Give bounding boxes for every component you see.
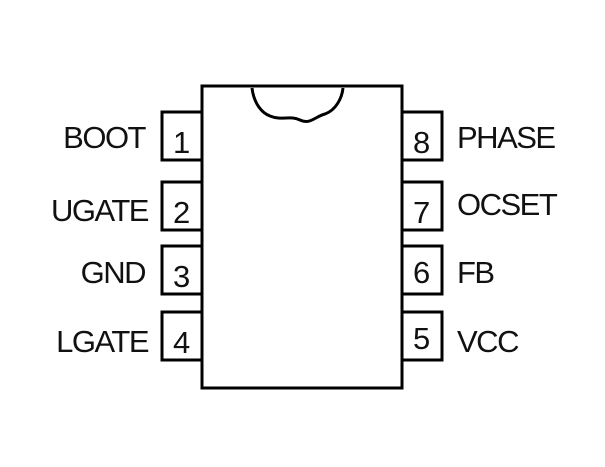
pin-6-label: FB (457, 255, 494, 290)
pin-3-label: GND (81, 255, 146, 290)
pin-3-box (160, 244, 204, 296)
pin-6-box (400, 244, 444, 296)
pin-8-box (400, 110, 444, 162)
pin-5-label: VCC (457, 324, 519, 359)
pin-8-number: 8 (413, 125, 430, 160)
pin-6-number: 6 (413, 255, 430, 290)
pin-3-number: 3 (173, 259, 190, 294)
pin-1-label: BOOT (63, 120, 146, 155)
pin-5-number: 5 (413, 321, 430, 356)
pin-8-label: PHASE (457, 120, 555, 155)
pin-1-number: 1 (173, 125, 190, 160)
pin-2-number: 2 (173, 195, 190, 230)
pin-7-label: OCSET (457, 187, 558, 222)
pin-4-label: LGATE (56, 324, 149, 359)
pin-4-number: 4 (173, 325, 190, 360)
orientation-notch (250, 87, 345, 123)
pin-2-box (160, 180, 204, 232)
package-body (200, 84, 404, 390)
pin-7-number: 7 (413, 195, 430, 230)
pin-1-box (160, 110, 204, 162)
pin-2-label: UGATE (51, 193, 149, 228)
